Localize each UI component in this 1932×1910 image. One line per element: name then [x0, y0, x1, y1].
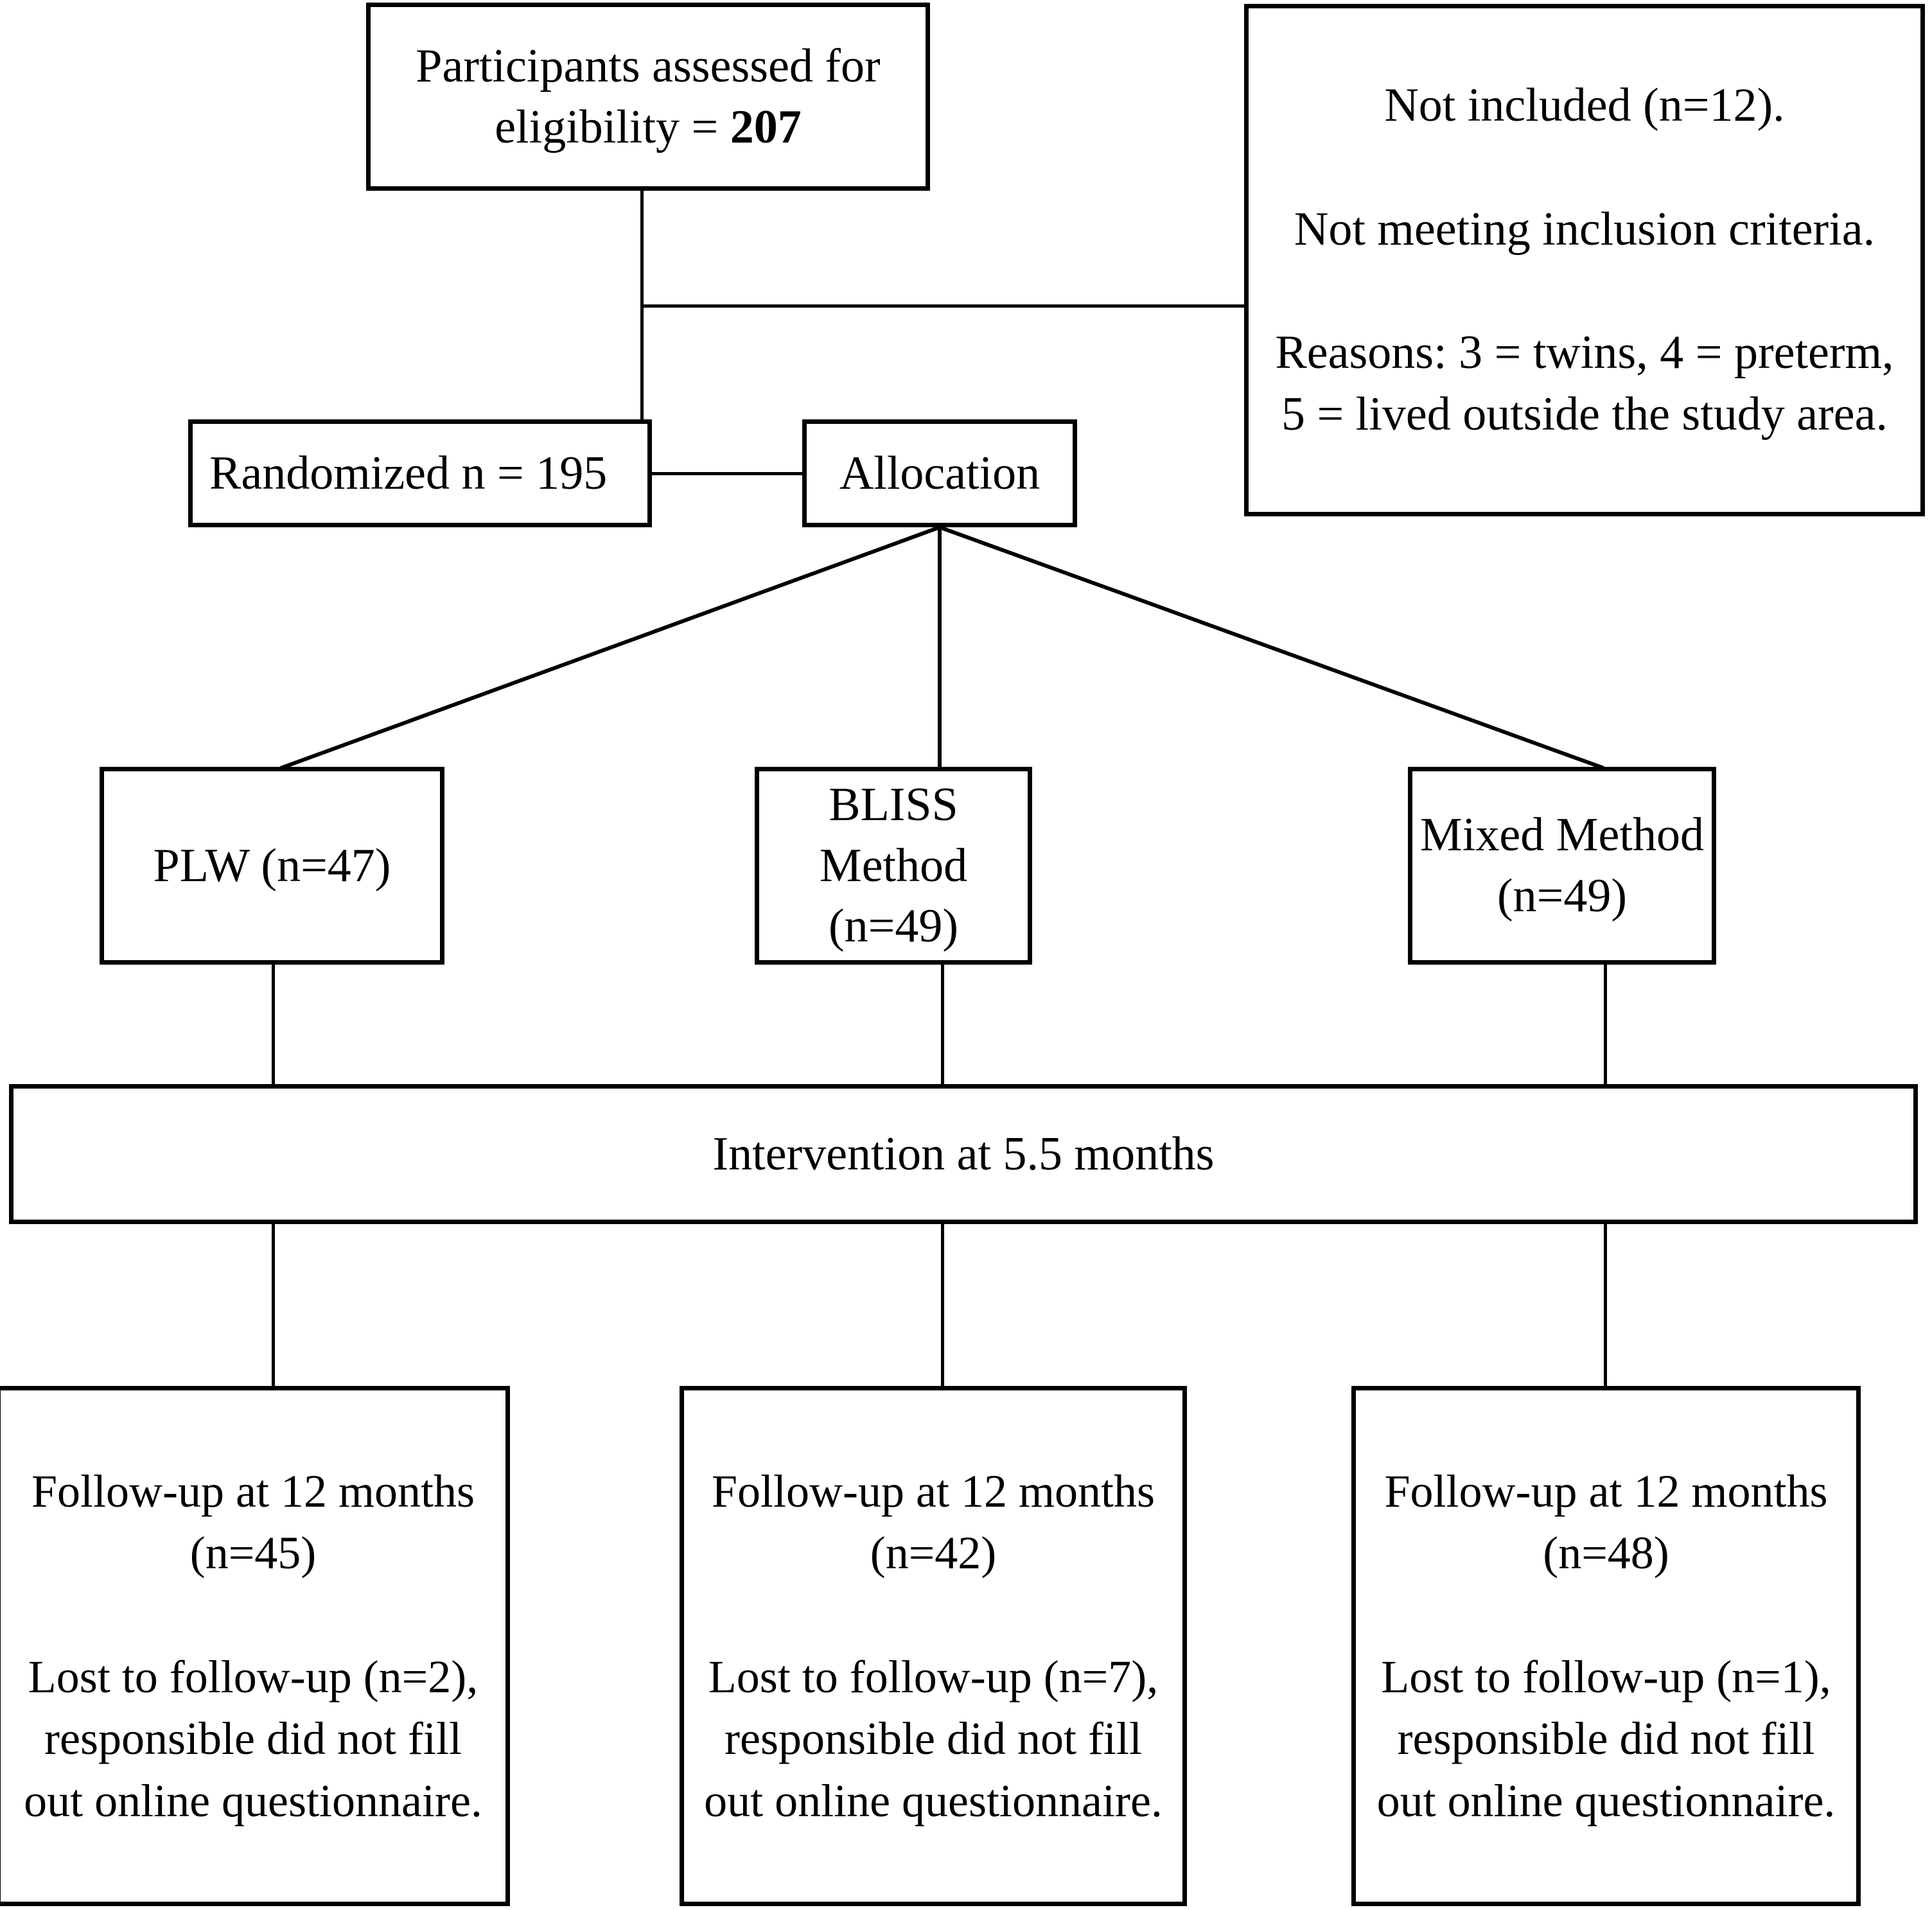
node-excluded: Not included (n=12). Not meeting inclusi… — [1244, 4, 1925, 516]
group-bliss-text: BLISS Method (n=49) — [819, 778, 968, 953]
connector-intervention-to-follow-up-bliss — [941, 1222, 944, 1389]
connector-eligibility-to-excluded — [640, 304, 1247, 308]
eligibility-count: 207 — [730, 100, 802, 153]
connector-intervention-to-follow-up-plw — [272, 1222, 275, 1389]
eligibility-line-2-prefix: eligibility = — [495, 100, 730, 153]
node-allocation: Allocation — [802, 419, 1077, 527]
fanout-line-plw — [279, 525, 941, 770]
connector-intervention-to-follow-up-mixed — [1604, 1222, 1607, 1389]
excluded-text: Not included (n=12). Not meeting inclusi… — [1275, 79, 1894, 441]
node-group-plw: PLW (n=47) — [100, 767, 444, 965]
connector-randomized-to-allocation — [649, 472, 805, 475]
node-group-mixed: Mixed Method (n=49) — [1408, 767, 1716, 965]
connector-bliss-to-intervention — [941, 962, 944, 1088]
follow-up-3-text: Follow-up at 12 months (n=48) Lost to fo… — [1376, 1465, 1836, 1827]
fanout-line-mixed — [938, 525, 1605, 770]
follow-up-1-text: Follow-up at 12 months (n=45) Lost to fo… — [24, 1465, 482, 1827]
group-plw-text: PLW (n=47) — [153, 839, 391, 892]
connector-plw-to-intervention — [272, 962, 275, 1088]
eligibility-text: Participants assessed for eligibility = … — [382, 36, 914, 157]
connector-mixed-to-intervention — [1604, 962, 1607, 1088]
node-randomized: Randomized n = 195 — [188, 419, 652, 527]
node-follow-up-plw: Follow-up at 12 months (n=45) Lost to fo… — [0, 1386, 510, 1906]
group-mixed-text: Mixed Method (n=49) — [1420, 809, 1704, 922]
node-intervention: Intervention at 5.5 months — [9, 1084, 1918, 1224]
randomized-text: Randomized n = 195 — [209, 446, 608, 500]
allocation-text: Allocation — [839, 446, 1041, 500]
intervention-text: Intervention at 5.5 months — [712, 1127, 1215, 1180]
node-eligibility: Participants assessed for eligibility = … — [366, 3, 930, 191]
eligibility-line-1: Participants assessed for — [416, 39, 881, 92]
node-follow-up-bliss: Follow-up at 12 months (n=42) Lost to fo… — [680, 1386, 1187, 1906]
node-group-bliss: BLISS Method (n=49) — [755, 767, 1032, 965]
node-follow-up-mixed: Follow-up at 12 months (n=48) Lost to fo… — [1351, 1386, 1861, 1906]
follow-up-2-text: Follow-up at 12 months (n=42) Lost to fo… — [704, 1465, 1163, 1827]
